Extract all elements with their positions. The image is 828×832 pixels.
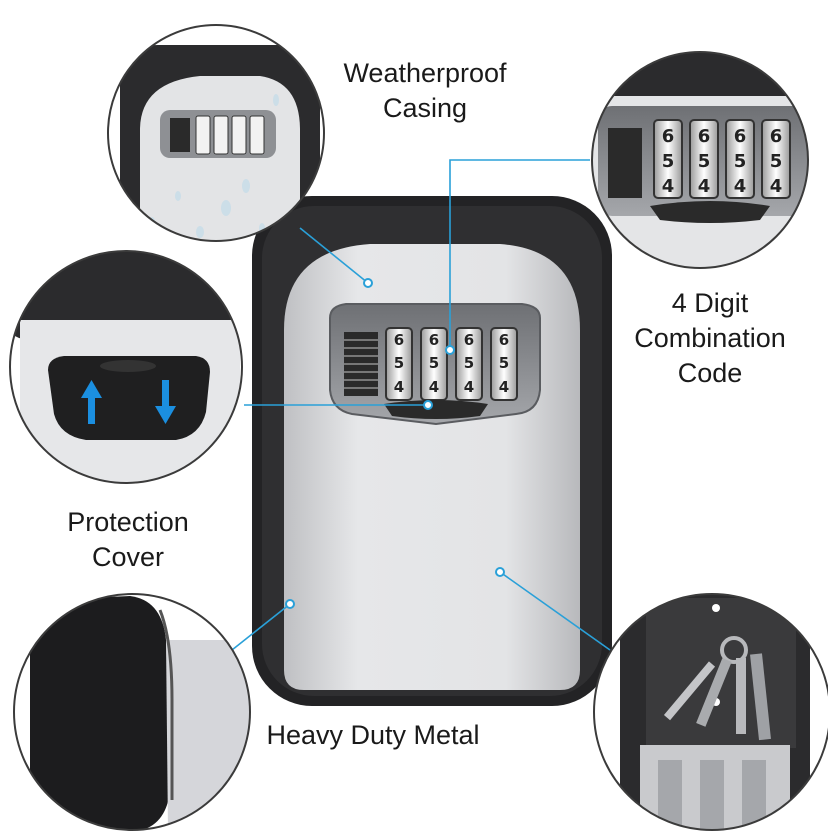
digit-middle: 5 [394, 354, 404, 372]
label-combination-code: 4 Digit Combination Code [618, 286, 802, 391]
main-dials: 6 6 6 6 5 5 5 5 4 4 4 4 [385, 327, 518, 401]
label-protection-cover: Protection Cover [48, 505, 208, 575]
digit-top: 6 [464, 331, 474, 349]
digit-bottom: 4 [464, 378, 474, 396]
dial-3 [455, 327, 483, 401]
digit-top: 6 [429, 331, 439, 349]
label-line: Combination [634, 323, 786, 353]
label-heavy-duty-metal: Heavy Duty Metal [248, 718, 498, 753]
dial-1 [385, 327, 413, 401]
keys-icon [663, 636, 771, 741]
label-line: Code [677, 358, 743, 388]
digit-bottom: 4 [770, 176, 783, 197]
callout-lines [231, 159, 611, 651]
digit-top: 6 [662, 126, 675, 147]
digit-bottom: 4 [698, 176, 711, 197]
digit-top: 6 [499, 331, 509, 349]
dial-2 [420, 327, 448, 401]
detail-weatherproof [107, 24, 325, 242]
digit-bottom: 4 [394, 378, 404, 396]
digit-bottom: 4 [662, 176, 675, 197]
digit-middle: 5 [770, 151, 783, 172]
digit-top: 6 [734, 126, 747, 147]
detail-metal-edge [13, 593, 251, 831]
digit-top: 6 [698, 126, 711, 147]
digit-bottom: 4 [499, 378, 509, 396]
label-line: Cover [91, 542, 165, 572]
lockbox-main: 6 6 6 6 5 5 5 5 4 4 4 4 [252, 196, 612, 706]
label-line: Casing [382, 93, 468, 123]
label-line: Weatherproof [343, 58, 507, 88]
digit-middle: 5 [734, 151, 747, 172]
detail-interior-keys [593, 593, 828, 831]
detail-protection-cover [9, 250, 243, 484]
label-weatherproof-casing: Weatherproof Casing [330, 56, 520, 126]
callout-dots [285, 278, 505, 609]
digit-bottom: 4 [429, 378, 439, 396]
detail-combination: 6 6 6 6 5 5 5 5 4 4 4 4 [591, 51, 809, 269]
digit-middle: 5 [698, 151, 711, 172]
digit-middle: 5 [429, 354, 439, 372]
digit-top: 6 [394, 331, 404, 349]
digit-middle: 5 [499, 354, 509, 372]
label-line: Heavy Duty Metal [266, 720, 480, 750]
dial-4 [490, 327, 518, 401]
label-line: 4 Digit [671, 288, 749, 318]
label-line: Protection [67, 507, 189, 537]
digit-middle: 5 [464, 354, 474, 372]
slide-up-arrow-icon [81, 380, 102, 424]
digit-middle: 5 [662, 151, 675, 172]
digit-top: 6 [770, 126, 783, 147]
slide-down-arrow-icon [155, 380, 176, 424]
digit-bottom: 4 [734, 176, 747, 197]
